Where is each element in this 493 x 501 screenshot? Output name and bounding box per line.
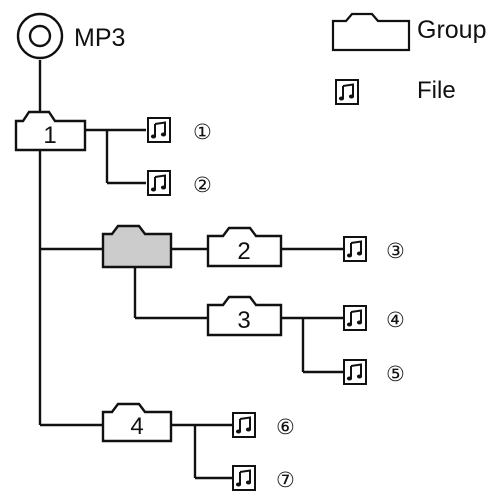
file-2-number: ② (193, 173, 212, 197)
music-file-icon (232, 465, 256, 491)
legend-group-label: Group (417, 16, 486, 44)
music-file-icon (343, 359, 367, 385)
file-3: ③ (343, 236, 405, 263)
file-6: ⑥ (232, 412, 295, 439)
folder-icon (331, 12, 411, 52)
music-file-icon (343, 305, 367, 331)
group-2-label: 2 (237, 238, 250, 265)
root-label: MP3 (74, 24, 125, 52)
file-5: ⑤ (343, 359, 405, 386)
file-7-number: ⑦ (276, 468, 295, 492)
file-1-number: ① (193, 120, 212, 144)
group-folder-4: 4 (101, 402, 173, 443)
music-file-icon (335, 79, 359, 105)
file-2: ② (147, 170, 212, 197)
file-4: ④ (343, 305, 405, 332)
music-file-icon (147, 170, 171, 196)
group-1-label: 1 (43, 122, 56, 149)
file-7: ⑦ (232, 465, 295, 492)
music-file-icon (147, 117, 171, 143)
disc-icon (16, 12, 64, 60)
group-folder-unnamed (101, 224, 173, 269)
group-folder-3: 3 (206, 295, 283, 337)
legend: Group File (331, 12, 486, 105)
group-4-label: 4 (130, 413, 143, 440)
file-6-number: ⑥ (276, 415, 295, 439)
file-1: ① (147, 117, 212, 144)
group-folder-2: 2 (206, 226, 283, 268)
tree-connectors (38, 60, 344, 480)
music-file-icon (343, 236, 367, 262)
group-3-label: 3 (237, 307, 250, 334)
music-file-icon (232, 412, 256, 438)
legend-file-label: File (417, 77, 456, 104)
file-4-number: ④ (386, 308, 405, 332)
file-5-number: ⑤ (386, 362, 405, 386)
file-3-number: ③ (386, 239, 405, 263)
group-folder-1: 1 (14, 110, 87, 152)
